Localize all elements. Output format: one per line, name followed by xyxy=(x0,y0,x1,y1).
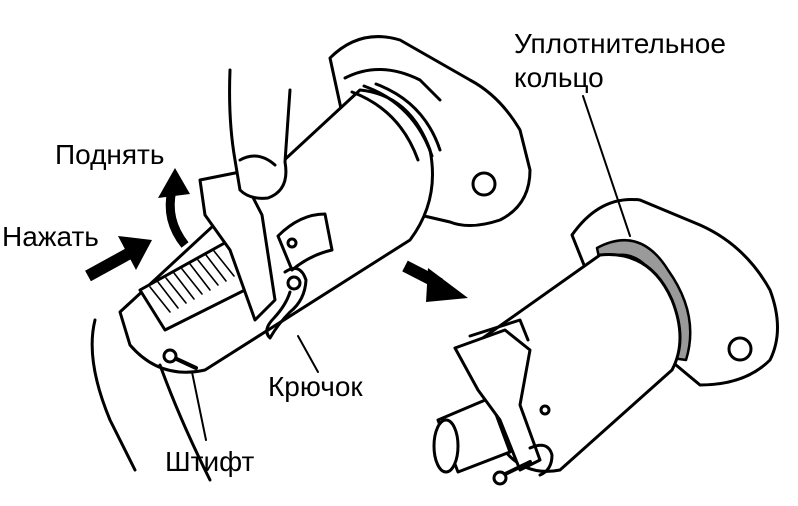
lift-label: Поднять xyxy=(55,139,165,170)
left-flange-rim xyxy=(343,68,442,102)
right-assembly xyxy=(432,197,779,486)
seal-leader xyxy=(582,95,631,237)
left-pin-head xyxy=(162,348,178,364)
left-hand-nail xyxy=(238,154,277,167)
left-hook-pivot xyxy=(286,275,302,291)
lift-arrowhead xyxy=(158,168,190,198)
left-hand-palm xyxy=(90,318,212,482)
left-body-groove-3 xyxy=(374,82,442,152)
left-hand-finger xyxy=(228,68,292,200)
pin-leader xyxy=(191,371,207,441)
right-latch-rivet xyxy=(539,404,551,416)
left-body-groove-1 xyxy=(350,90,420,162)
right-flange-hole xyxy=(727,336,753,362)
press-arrow xyxy=(85,248,131,282)
left-assembly xyxy=(90,35,532,482)
right-pin-head xyxy=(492,470,508,486)
left-plunger-thread xyxy=(149,250,235,313)
seal-ring-label-line-1: Уплотнительное xyxy=(514,28,726,59)
right-latch xyxy=(453,328,542,472)
right-plunger-end xyxy=(432,418,460,474)
lift-arrow xyxy=(165,188,189,248)
move-arrowhead xyxy=(426,268,468,302)
seal-ring-label: Уплотнительное кольцо xyxy=(514,27,726,95)
pin-label: Штифт xyxy=(165,446,255,477)
left-body-groove-2 xyxy=(362,84,434,158)
left-flange-hole xyxy=(471,171,497,197)
left-latch-slot xyxy=(276,212,334,272)
right-hook xyxy=(528,443,554,477)
press-label: Нажать xyxy=(2,221,99,252)
press-arrowhead xyxy=(118,236,152,270)
left-hook xyxy=(265,266,308,340)
hook-leader xyxy=(297,335,319,373)
seal-ring-label-line-2: кольцо xyxy=(514,62,604,93)
right-latch-top xyxy=(468,318,530,342)
left-latch-rivet xyxy=(286,237,298,249)
hook-label: Крючок xyxy=(268,371,363,402)
